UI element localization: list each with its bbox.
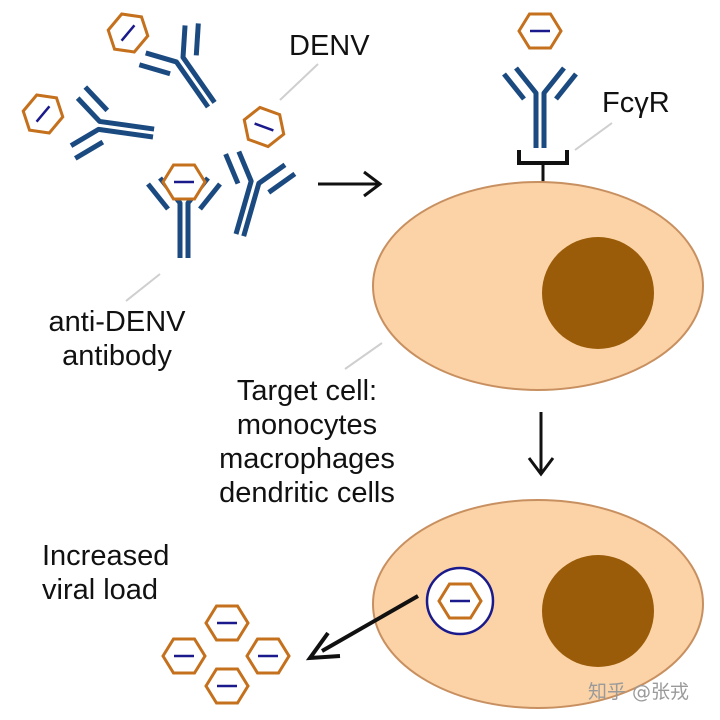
nucleus [542, 555, 654, 667]
increased-label-line1: Increased [42, 540, 169, 572]
nucleus [542, 237, 654, 349]
increased-label-line2: viral load [42, 574, 158, 606]
antibody-virus-free-4 [148, 163, 220, 258]
antibody-virus-free-2 [14, 86, 158, 168]
antibody-virus-free-3 [205, 102, 296, 245]
target-label-line3: macrophages [219, 443, 395, 475]
watermark: 知乎 @张戎 [588, 681, 689, 703]
leader-lines [125, 63, 613, 370]
receptor-bound-complex [504, 12, 576, 148]
infected-cell [372, 499, 704, 709]
target-label-line4: dendritic cells [219, 477, 395, 509]
target-label-line2: monocytes [237, 409, 377, 441]
fcgr-label: FcγR [602, 87, 670, 119]
target-label-line1: Target cell: [237, 375, 377, 407]
arrow-right-icon [318, 170, 383, 198]
fcgr-receptor [517, 150, 569, 184]
released-viruses [161, 604, 291, 705]
antibody-virus-free-1 [99, 4, 240, 125]
arrow-down-icon [527, 412, 555, 477]
antibody-label-line2: antibody [62, 340, 172, 372]
release-arrow-icon [305, 594, 419, 661]
denv-label: DENV [289, 30, 370, 62]
target-cell [372, 181, 704, 391]
antibody-label-line1: anti-DENV [49, 306, 187, 338]
